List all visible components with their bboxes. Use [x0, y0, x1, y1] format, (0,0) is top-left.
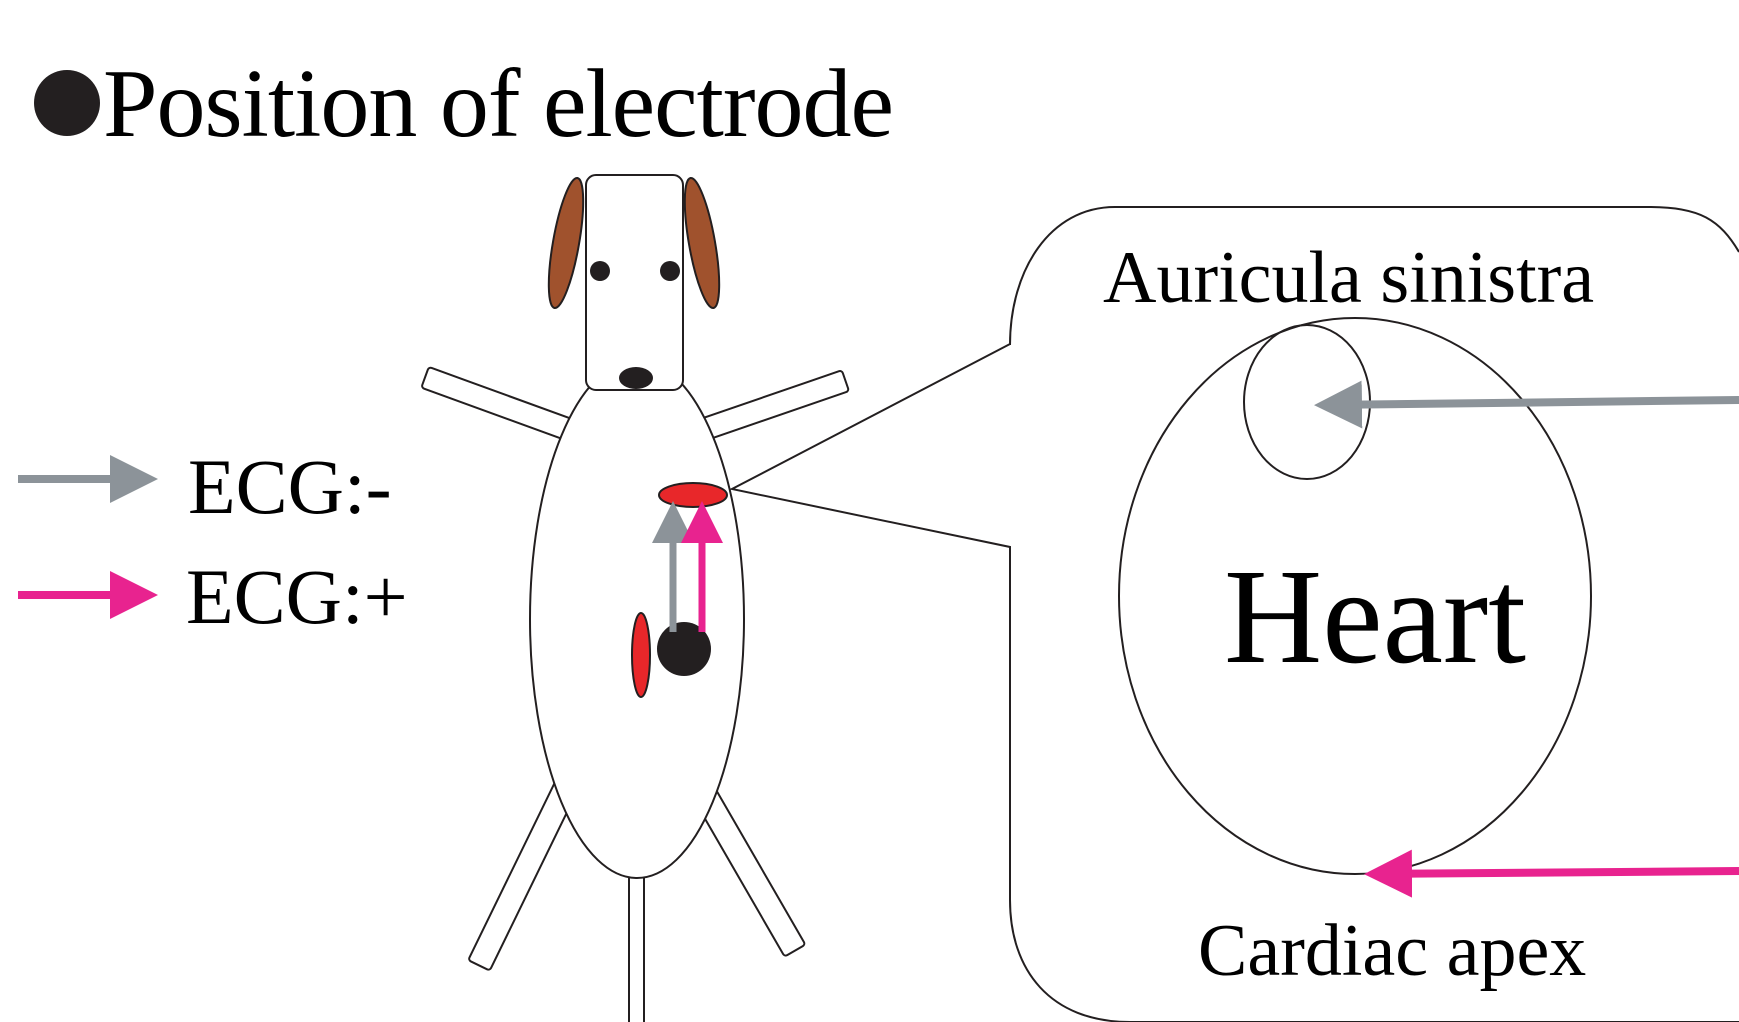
legend-label-ecg-negative: ECG:- — [188, 443, 392, 530]
filled-circle-bullet-icon — [34, 70, 100, 136]
dog-head — [586, 175, 683, 390]
auricula-electrode-arrow — [1322, 400, 1739, 405]
auricula-sinistra-label: Auricula sinistra — [1103, 237, 1594, 319]
legend: ECG:- ECG:+ — [18, 443, 408, 640]
electrode-chest — [659, 483, 727, 507]
dog-ear-right — [678, 176, 727, 311]
dog-eye-right — [660, 261, 680, 281]
legend-label-ecg-positive: ECG:+ — [186, 553, 408, 640]
dog-nose — [619, 367, 653, 389]
dog-ear-left — [542, 176, 591, 311]
apex-electrode-arrow — [1372, 871, 1739, 874]
dog-eye-left — [590, 261, 610, 281]
electrode-apex — [632, 613, 650, 697]
cardiac-apex-label: Cardiac apex — [1198, 910, 1586, 992]
heart-label: Heart — [1224, 542, 1526, 692]
dog-figure — [421, 175, 849, 1022]
page-title: Position of electrode — [103, 50, 893, 158]
